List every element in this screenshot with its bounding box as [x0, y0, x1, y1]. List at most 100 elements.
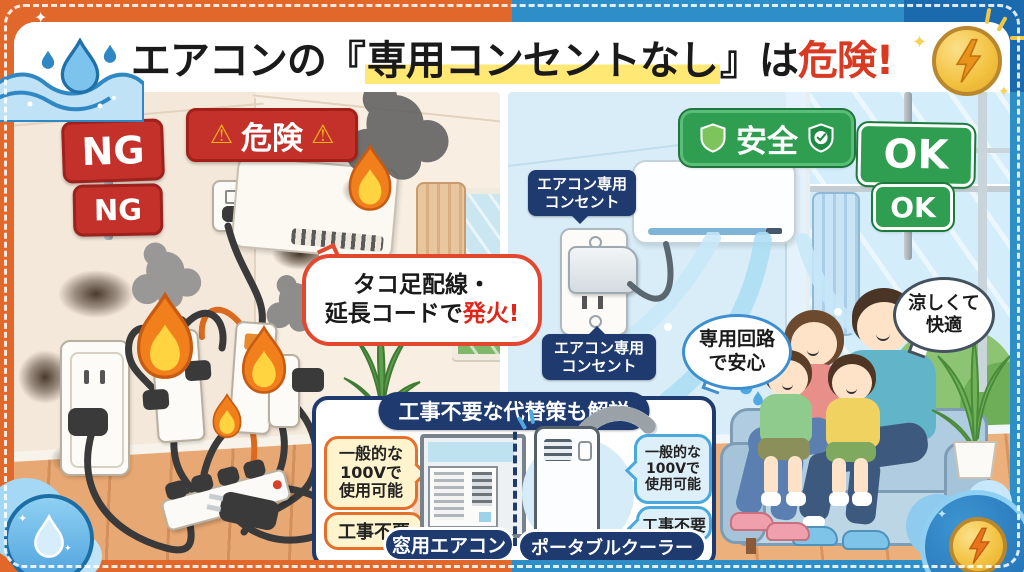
- sock: [786, 492, 806, 506]
- window-ac-button: [479, 512, 491, 522]
- portable-cooler-label: ポータブルクーラー: [520, 532, 704, 560]
- label-line: コンセント: [561, 357, 637, 375]
- flame-icon: [241, 326, 287, 394]
- ray: [1010, 36, 1024, 40]
- cooler-handle: [578, 441, 592, 461]
- wall-corner-line: [785, 128, 787, 428]
- face: [832, 364, 872, 402]
- water-drop-icon: [60, 38, 100, 94]
- title-danger-word: 危険!: [797, 38, 894, 84]
- label-line: コンセント: [544, 193, 620, 211]
- water-wave-icon: [0, 72, 144, 122]
- water-drop-icon: [753, 391, 763, 406]
- socket-slot: [598, 296, 603, 309]
- window-mullion: [978, 92, 987, 392]
- plug: [216, 465, 241, 487]
- plug: [142, 388, 170, 411]
- smile: [807, 348, 819, 356]
- ac-indicator: [766, 228, 782, 234]
- window-ac-vent: [472, 472, 492, 506]
- bubble-line: 一般的な: [338, 444, 403, 464]
- sparkle-icon: ✦: [18, 512, 28, 525]
- label-line: エアコン専用: [536, 175, 627, 193]
- window-ac-body: [428, 466, 498, 528]
- warning-icon: ⚠: [311, 120, 335, 150]
- scenes: [14, 92, 1010, 560]
- bubble-line: 延長コードで発火!: [325, 300, 520, 329]
- water-drop-icon: [34, 515, 64, 558]
- socket-slot: [84, 370, 89, 384]
- shield-check-icon: [808, 123, 834, 153]
- sparkle-icon: ✦: [998, 84, 1010, 100]
- danger-badge-label: 危険: [241, 120, 303, 157]
- comfort-bubble: 涼しくて 快適: [893, 277, 995, 353]
- plug: [68, 408, 108, 436]
- content-panel: エアコンの『専用コンセントなし』は危険!: [14, 22, 1010, 560]
- title-highlight: 専用コンセントなし: [364, 38, 720, 84]
- smile: [846, 386, 857, 394]
- plug: [189, 472, 215, 494]
- lightning-coin-icon: [932, 26, 1002, 96]
- outlet-label-top: エアコン専用 コンセント: [528, 170, 636, 224]
- smile: [876, 332, 890, 341]
- wall-outlet: [60, 340, 130, 476]
- ac-vent: [648, 228, 768, 235]
- sock: [852, 492, 872, 506]
- sparkle-icon: ✦: [64, 544, 72, 554]
- plug: [163, 479, 189, 501]
- safety-badge: 安全: [680, 110, 854, 166]
- sparkle-icon: ✦: [912, 32, 928, 53]
- shin: [854, 458, 868, 496]
- sock: [761, 492, 781, 506]
- slipper: [766, 522, 810, 541]
- wall-corner-line: [254, 98, 256, 408]
- portable-cooler-illustration: [534, 426, 600, 548]
- plant: [931, 337, 1010, 479]
- window-ac-label: 窓用エアコン: [386, 530, 512, 559]
- pill-label: 窓用エアコン: [391, 535, 506, 557]
- voltage-bubble-window-ac: 一般的な 100Vで 使用可能: [324, 436, 428, 510]
- ng-badge-label: NG: [80, 127, 146, 175]
- window-ac-glass: [428, 442, 514, 462]
- shin: [832, 458, 846, 496]
- bubble-line: 涼しくて: [908, 292, 980, 314]
- socket-slot: [582, 296, 587, 309]
- bubble-line: 快適: [926, 315, 962, 336]
- title-post: 』は: [719, 38, 799, 84]
- no-construction-bubble-window-ac: 工事不要: [324, 512, 434, 550]
- smile: [782, 382, 793, 390]
- sock: [803, 516, 825, 528]
- cooler-vent: [544, 439, 572, 461]
- voltage-bubble-portable: 一般的な 100Vで 使用可能: [624, 434, 712, 504]
- bubble-line: 工事不要: [641, 516, 706, 535]
- shield-icon: [700, 123, 726, 153]
- window-ac-illustration: [420, 434, 526, 538]
- lightning-bolt-icon: [956, 38, 981, 84]
- title-pre: エアコンの『: [130, 38, 366, 84]
- bubble-text: 延長コードで: [324, 301, 463, 327]
- danger-badge: ⚠ 危険 ⚠: [186, 108, 358, 162]
- shorts: [758, 438, 810, 460]
- torso: [760, 394, 812, 444]
- ng-badge-bottom: NG: [72, 183, 164, 237]
- bubble-line: 一般的な: [645, 444, 701, 461]
- window-ac-grille: [434, 472, 464, 520]
- plug-cover: [568, 246, 638, 294]
- circuit-bubble: 専用回路 で安心: [682, 314, 792, 390]
- bubble-line: 専用回路: [698, 328, 775, 351]
- outlet-label-bottom: エアコン専用 コンセント: [542, 326, 656, 380]
- title-bar: エアコンの『専用コンセントなし』は危険!: [14, 22, 1010, 92]
- bubble-line: 使用可能: [645, 477, 701, 494]
- sparkle-icon: ✦: [14, 34, 23, 45]
- sofa-leg: [746, 538, 756, 554]
- plug: [242, 458, 267, 481]
- label-line: エアコン専用: [553, 339, 644, 357]
- ok-badge-label: OK: [883, 131, 949, 179]
- page-title: エアコンの『専用コンセントなし』は危険!: [130, 28, 894, 86]
- sock: [829, 492, 849, 506]
- torso: [826, 398, 880, 448]
- flame-icon: [212, 393, 242, 439]
- shin: [764, 456, 778, 496]
- fire-warning-bubble: タコ足配線・ 延長コードで発火!: [302, 254, 542, 346]
